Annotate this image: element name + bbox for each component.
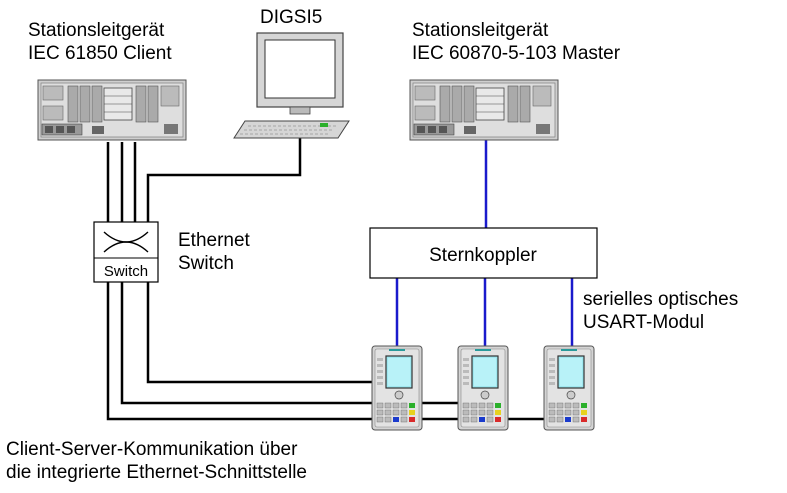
protection-relay-3 [543, 345, 595, 431]
station-controller-iec60870 [409, 79, 559, 141]
usart-caption-line2: USART-Modul [583, 312, 705, 333]
station-controller-iec61850 [37, 79, 187, 141]
switch-caption-line1: Ethernet [178, 230, 250, 251]
switch-caption-line2: Switch [178, 253, 234, 274]
network-switch-icon [93, 221, 159, 283]
usart-caption-line1: serielles optisches [583, 289, 739, 310]
switch-caption: Ethernet Switch [178, 229, 250, 275]
star-coupler [369, 227, 598, 279]
station-left-line1: Stationsleitgerät [28, 20, 165, 41]
usart-caption: serielles optisches USART-Modul [583, 288, 738, 334]
protection-relay-2 [457, 345, 509, 431]
protection-relay-1 [371, 345, 423, 431]
footer-caption-line1: Client-Server-Kommunikation über [6, 439, 298, 460]
star-coupler-label: Sternkoppler [429, 245, 537, 266]
station-left-line2: IEC 61850 Client [28, 43, 172, 64]
station-left-title: Stationsleitgerät IEC 61850 Client [28, 19, 172, 65]
ethernet-cable-pc [146, 132, 302, 222]
footer-caption-line2: die integrierte Ethernet-Schnittstelle [6, 462, 307, 483]
optical-fibers [395, 139, 574, 346]
switch-box-label: Switch [104, 263, 148, 280]
station-right-line1: Stationsleitgerät [412, 20, 549, 41]
ethernet-cable-device-1 [146, 282, 372, 384]
station-right-line2: IEC 60870-5-103 Master [412, 43, 621, 64]
computer-icon [233, 32, 350, 139]
digsi-label: DIGSI5 [260, 7, 323, 28]
ethernet-cable-device-2 [120, 282, 458, 405]
footer-caption: Client-Server-Kommunikation über die int… [6, 438, 307, 484]
station-right-title: Stationsleitgerät IEC 60870-5-103 Master [412, 19, 620, 65]
